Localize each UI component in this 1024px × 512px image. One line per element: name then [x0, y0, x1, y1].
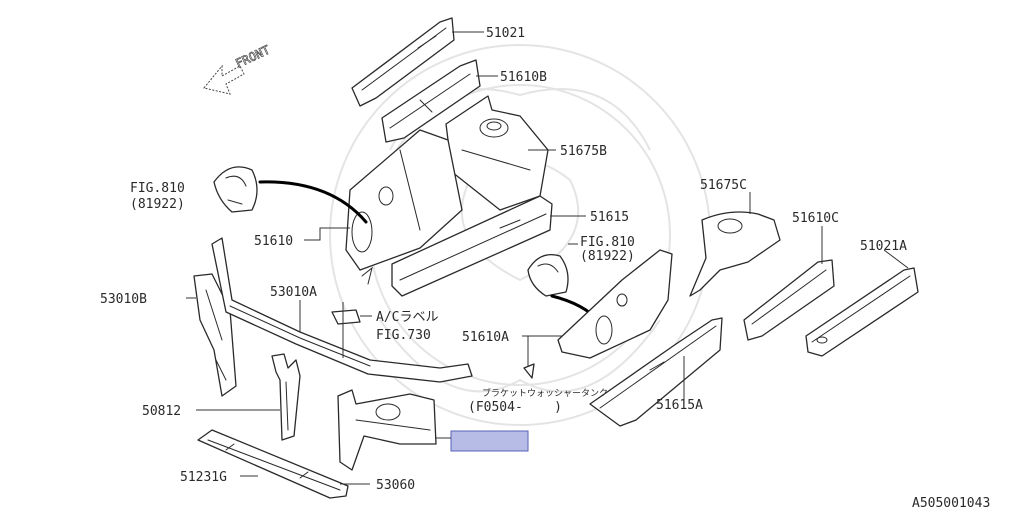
part-label-51021a: 51021A [860, 239, 907, 254]
part-51610b-shape [381, 59, 481, 143]
part-label-51231g: 51231G [180, 470, 227, 485]
part-53060-shape [337, 389, 437, 471]
front-label: FRONT [233, 43, 272, 71]
part-label-51610c: 51610C [792, 211, 839, 226]
callout-arrow-left [258, 180, 368, 224]
part-51021a-shape [805, 267, 919, 357]
part-label-51610a: 51610A [462, 330, 509, 345]
part-label-53060: 53060 [376, 478, 415, 493]
part-53010a-shape [211, 237, 473, 383]
ac-fig-ref: FIG.730 [376, 328, 431, 343]
part-label-50812: 50812 [142, 404, 181, 419]
part-liner-right-shape [527, 253, 569, 297]
part-label-51675c: 51675C [700, 178, 747, 193]
part-label-51021: 51021 [486, 26, 525, 41]
fig-ref-right: FIG.810 [580, 235, 635, 250]
ac-label-sticker [331, 309, 361, 325]
part-51021-shape [351, 17, 455, 107]
part-51610a-shape [557, 249, 673, 359]
part-label-51615: 51615 [590, 210, 629, 225]
fig-code-right: (81922) [580, 249, 635, 264]
part-51610c-shape [743, 259, 835, 341]
part-51675b-shape [445, 95, 549, 211]
part-label-53010b: 53010B [100, 292, 147, 307]
highlighted-part [450, 430, 529, 452]
bracket-code: (F0504- ) [468, 400, 562, 415]
fig-ref-left: FIG.810 [130, 181, 185, 196]
washer-tank-bracket-shape [523, 363, 535, 379]
part-label-51610b: 51610B [500, 70, 547, 85]
bracket-label: ブラケットウォッシャータンク [482, 387, 608, 399]
part-51675c-shape [689, 211, 781, 297]
part-label-51610: 51610 [254, 234, 293, 249]
part-liner-left-shape [213, 166, 258, 213]
part-51231g-shape [197, 429, 349, 499]
leader-lines [186, 31, 909, 485]
diagram-code: A505001043 [912, 496, 990, 511]
part-label-53010a: 53010A [270, 285, 317, 300]
part-label-51675b: 51675B [560, 144, 607, 159]
ac-label-ref: A/Cラベル [376, 310, 438, 325]
part-50812-shape [271, 353, 301, 441]
front-arrow-icon [203, 64, 245, 95]
part-51610-shape [345, 129, 463, 285]
part-51615-shape [391, 195, 553, 297]
part-51615a-shape [589, 317, 723, 427]
part-label-51615a: 51615A [656, 398, 703, 413]
fig-code-left: (81922) [130, 197, 185, 212]
